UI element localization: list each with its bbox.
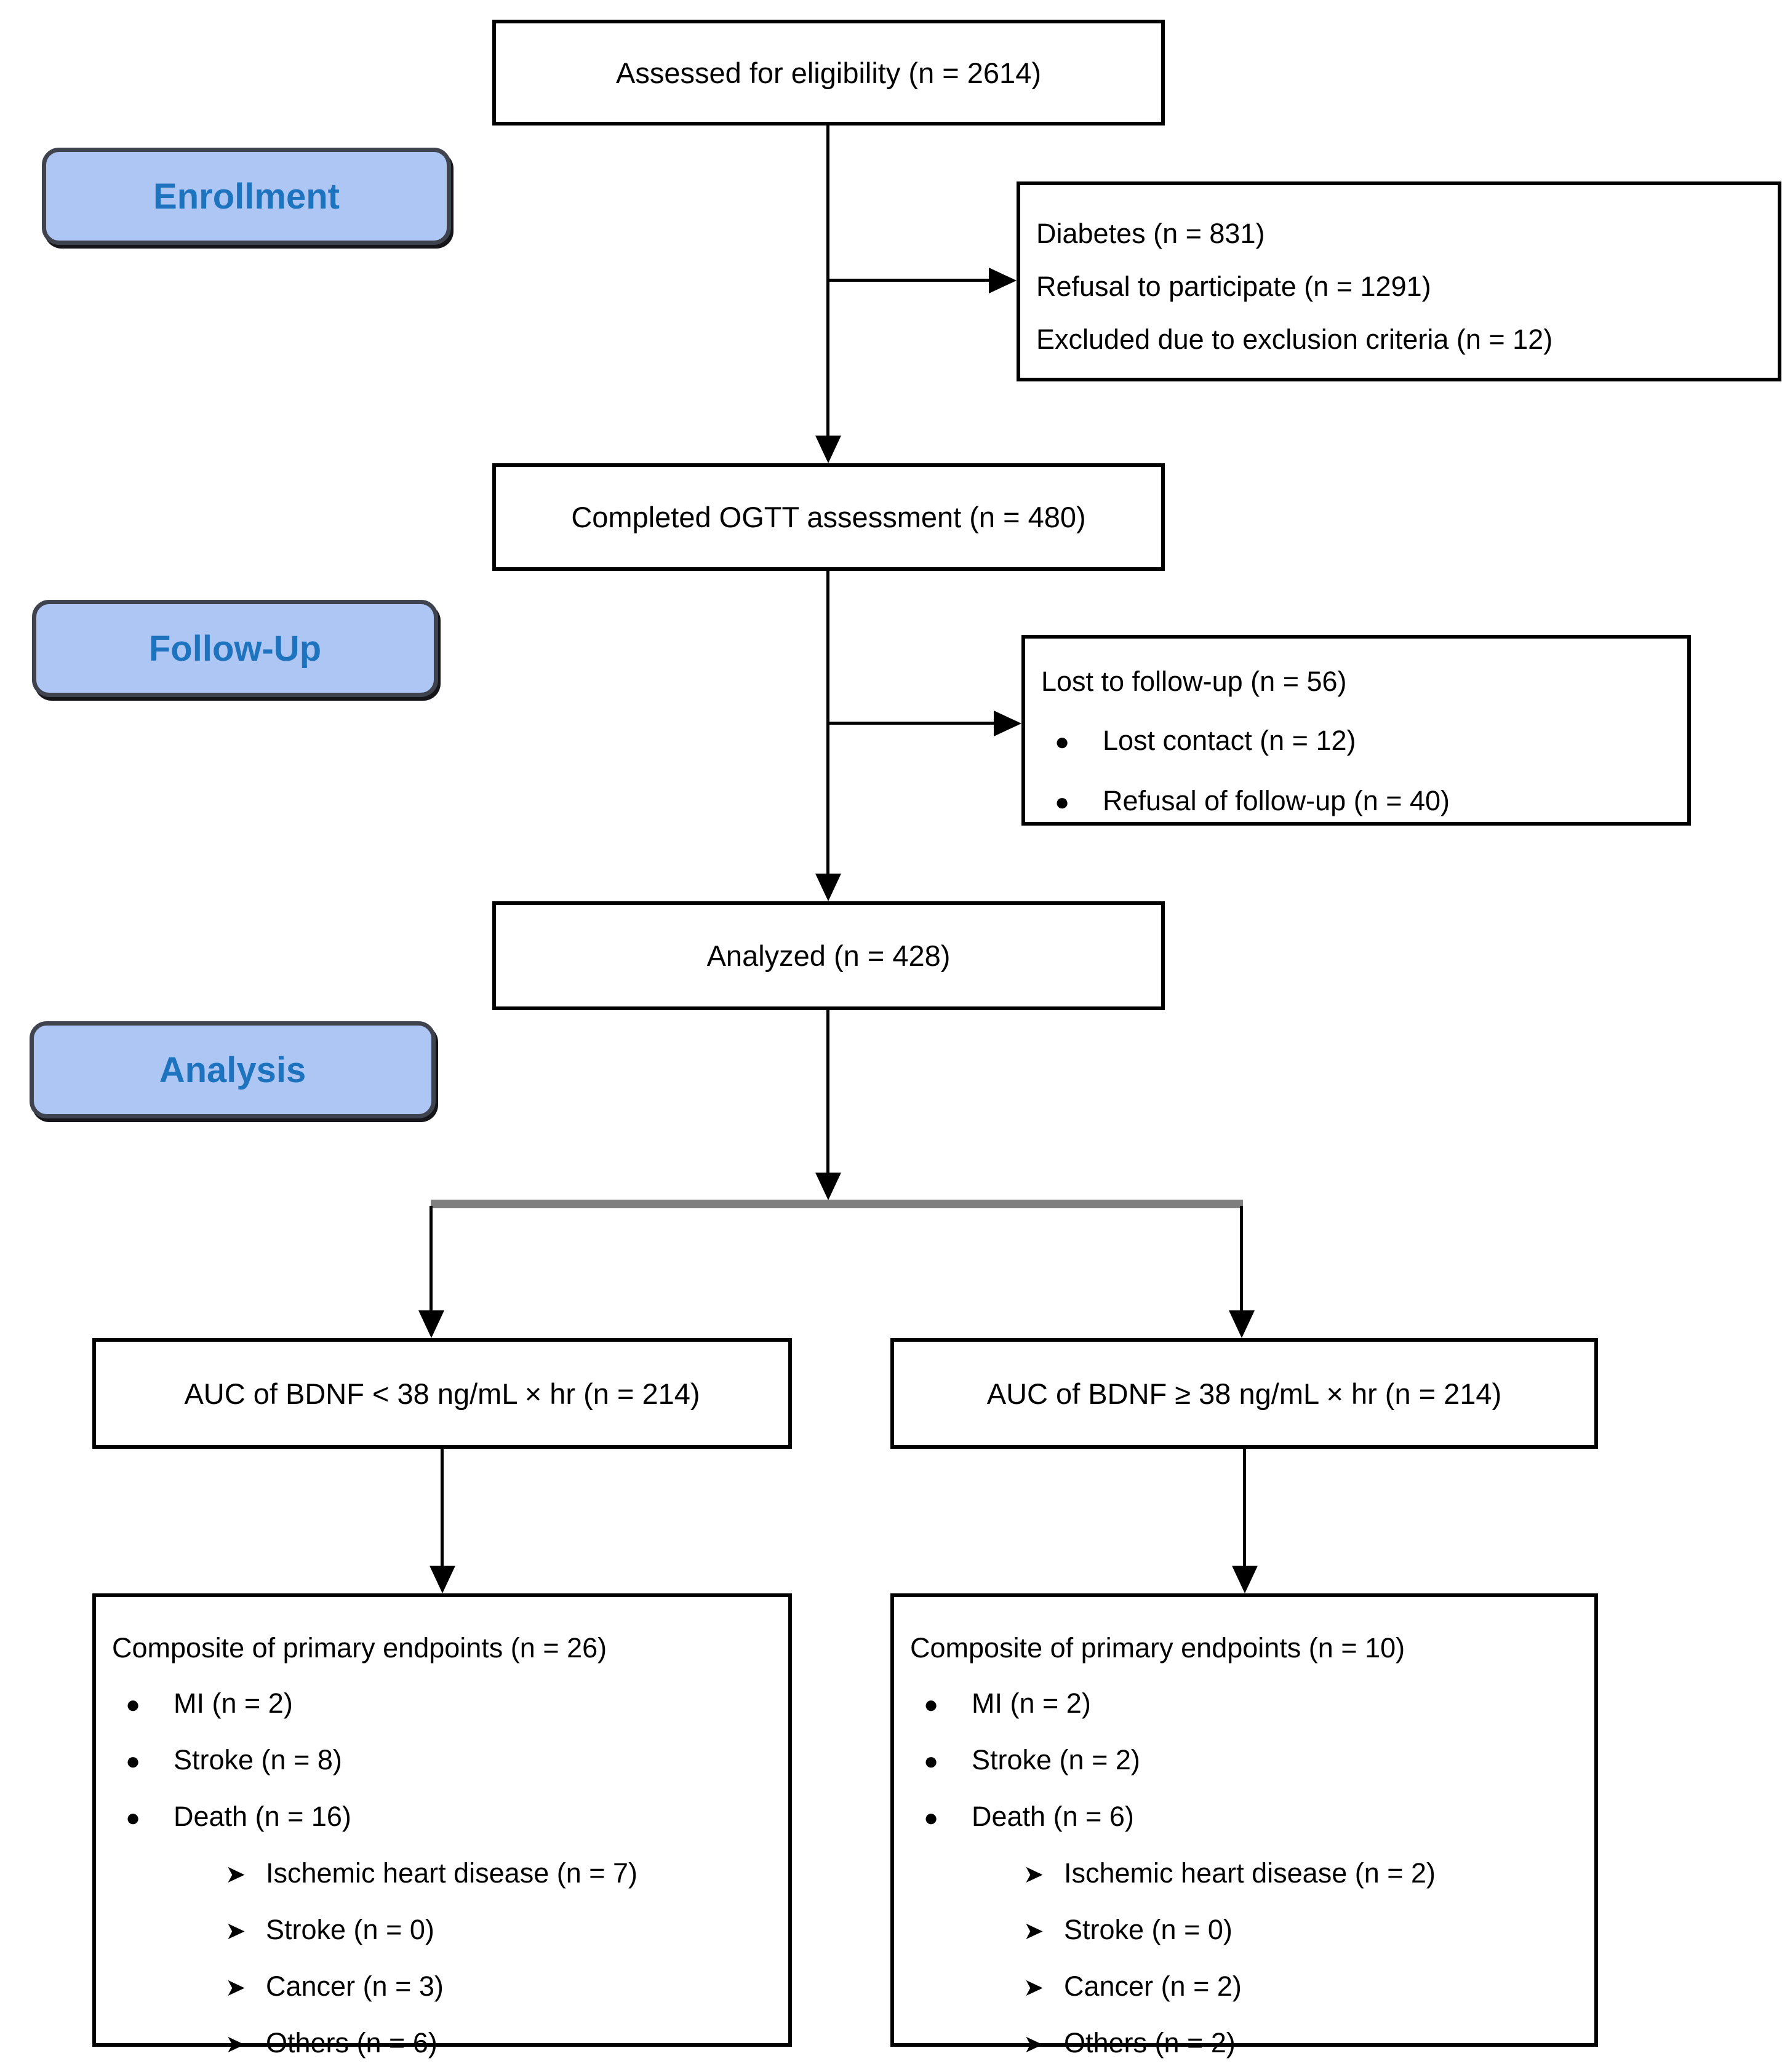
endpoints-high-others: ➤ Others (n = 2) bbox=[894, 2015, 1594, 2072]
arrowhead-to-split-bar bbox=[815, 1173, 841, 1200]
exclusion-line-diabetes: Diabetes (n = 831) bbox=[1036, 218, 1265, 249]
connector-to-lost bbox=[826, 722, 994, 725]
arrowhead-to-low-branch bbox=[418, 1310, 444, 1338]
endpoints-high-cancer: ➤ Cancer (n = 2) bbox=[894, 1959, 1594, 2015]
box-branch-bdnf-low: AUC of BDNF < 38 ng/mL × hr (n = 214) bbox=[92, 1338, 792, 1449]
analysis-label-text: Analysis bbox=[159, 1050, 306, 1090]
arrow-bullet-icon: ➤ bbox=[1023, 1861, 1044, 1888]
endpoints-low-mi-text: MI (n = 2) bbox=[174, 1687, 293, 1719]
endpoints-high-stroke: ● Stroke (n = 2) bbox=[894, 1732, 1594, 1789]
endpoints-high-death-text: Death (n = 6) bbox=[972, 1801, 1134, 1832]
arrowhead-to-lost bbox=[994, 711, 1021, 736]
box-lost-to-followup: Lost to follow-up (n = 56) ● Lost contac… bbox=[1021, 635, 1691, 826]
exclusion-line-refusal: Refusal to participate (n = 1291) bbox=[1036, 271, 1431, 302]
arrowhead-to-low-endpoints bbox=[430, 1566, 455, 1593]
bullet-icon: ● bbox=[126, 1691, 141, 1718]
endpoints-low-death: ● Death (n = 16) bbox=[96, 1789, 788, 1846]
endpoints-high-cancer-text: Cancer (n = 2) bbox=[1064, 1970, 1242, 2002]
stage-label-analysis: Analysis bbox=[30, 1021, 436, 1118]
bullet-icon: ● bbox=[126, 1804, 141, 1831]
endpoints-low-header: Composite of primary endpoints (n = 26) bbox=[112, 1632, 607, 1664]
endpoints-low-mi: ● MI (n = 2) bbox=[96, 1676, 788, 1732]
endpoints-high-header: Composite of primary endpoints (n = 10) bbox=[910, 1632, 1405, 1664]
connector-to-exclusions bbox=[826, 279, 989, 282]
arrow-bullet-icon: ➤ bbox=[1023, 2031, 1044, 2058]
box-assessed-eligibility: Assessed for eligibility (n = 2614) bbox=[492, 20, 1165, 126]
bullet-icon: ● bbox=[1055, 728, 1070, 755]
split-bar bbox=[431, 1200, 1243, 1208]
endpoints-low-others: ➤ Others (n = 6) bbox=[96, 2015, 788, 2072]
stage-label-enrollment: Enrollment bbox=[42, 148, 451, 245]
box-endpoints-bdnf-high: Composite of primary endpoints (n = 10) … bbox=[890, 1593, 1598, 2058]
endpoints-low-others-text: Others (n = 6) bbox=[266, 2027, 438, 2058]
endpoints-high-death-stroke-text: Stroke (n = 0) bbox=[1064, 1914, 1233, 1945]
branch-bdnf-high-text: AUC of BDNF ≥ 38 ng/mL × hr (n = 214) bbox=[986, 1377, 1502, 1410]
analyzed-text: Analyzed (n = 428) bbox=[706, 939, 951, 972]
followup-label-text: Follow-Up bbox=[148, 628, 322, 669]
endpoints-low-ihd: ➤ Ischemic heart disease (n = 7) bbox=[96, 1846, 788, 1902]
bullet-icon: ● bbox=[126, 1748, 141, 1775]
arrow-bullet-icon: ➤ bbox=[225, 2031, 246, 2058]
endpoints-low-death-stroke-text: Stroke (n = 0) bbox=[266, 1914, 434, 1945]
refusal-followup-text: Refusal of follow-up (n = 40) bbox=[1103, 785, 1450, 816]
bullet-icon: ● bbox=[924, 1748, 939, 1775]
connector-split-to-high-branch bbox=[1240, 1206, 1243, 1312]
arrowhead-to-high-branch bbox=[1229, 1310, 1255, 1338]
arrow-bullet-icon: ➤ bbox=[225, 1974, 246, 2001]
arrow-bullet-icon: ➤ bbox=[225, 1861, 246, 1888]
endpoints-high-mi-text: MI (n = 2) bbox=[972, 1687, 1091, 1719]
ogtt-assessment-text: Completed OGTT assessment (n = 480) bbox=[571, 501, 1086, 533]
lost-followup-header: Lost to follow-up (n = 56) bbox=[1041, 666, 1347, 697]
arrowhead-to-high-endpoints bbox=[1232, 1566, 1258, 1593]
endpoints-high-others-text: Others (n = 2) bbox=[1064, 2027, 1236, 2058]
enrollment-label-text: Enrollment bbox=[153, 176, 340, 217]
endpoints-high-death: ● Death (n = 6) bbox=[894, 1789, 1594, 1846]
arrow-bullet-icon: ➤ bbox=[1023, 1918, 1044, 1945]
arrowhead-to-analyzed bbox=[815, 874, 841, 901]
arrow-bullet-icon: ➤ bbox=[1023, 1974, 1044, 2001]
bullet-icon: ● bbox=[924, 1804, 939, 1831]
box-exclusions: Diabetes (n = 831) Refusal to participat… bbox=[1017, 181, 1781, 381]
connector-low-branch-to-endpoints bbox=[441, 1449, 444, 1567]
endpoints-high-ihd-text: Ischemic heart disease (n = 2) bbox=[1064, 1857, 1436, 1889]
arrowhead-to-ogtt bbox=[815, 436, 841, 463]
stage-label-followup: Follow-Up bbox=[32, 600, 438, 697]
endpoints-low-cancer: ➤ Cancer (n = 3) bbox=[96, 1959, 788, 2015]
bullet-icon: ● bbox=[924, 1691, 939, 1718]
refusal-followup-item: ● Refusal of follow-up (n = 40) bbox=[1025, 771, 1687, 832]
connector-analyzed-to-split bbox=[826, 1010, 829, 1175]
endpoints-high-death-stroke: ➤ Stroke (n = 0) bbox=[894, 1902, 1594, 1959]
branch-bdnf-low-text: AUC of BDNF < 38 ng/mL × hr (n = 214) bbox=[184, 1377, 700, 1410]
box-analyzed: Analyzed (n = 428) bbox=[492, 901, 1165, 1010]
endpoints-low-death-text: Death (n = 16) bbox=[174, 1801, 351, 1832]
endpoints-low-cancer-text: Cancer (n = 3) bbox=[266, 1970, 444, 2002]
connector-split-to-low-branch bbox=[430, 1206, 433, 1312]
bullet-icon: ● bbox=[1055, 789, 1070, 816]
endpoints-high-ihd: ➤ Ischemic heart disease (n = 2) bbox=[894, 1846, 1594, 1902]
box-branch-bdnf-high: AUC of BDNF ≥ 38 ng/mL × hr (n = 214) bbox=[890, 1338, 1598, 1449]
endpoints-low-stroke-text: Stroke (n = 8) bbox=[174, 1744, 342, 1775]
box-ogtt-assessment: Completed OGTT assessment (n = 480) bbox=[492, 463, 1165, 571]
assessed-eligibility-text: Assessed for eligibility (n = 2614) bbox=[616, 56, 1041, 89]
lost-contact-text: Lost contact (n = 12) bbox=[1103, 725, 1356, 756]
endpoints-low-stroke: ● Stroke (n = 8) bbox=[96, 1732, 788, 1789]
box-endpoints-bdnf-low: Composite of primary endpoints (n = 26) … bbox=[92, 1593, 792, 2058]
endpoints-low-death-stroke: ➤ Stroke (n = 0) bbox=[96, 1902, 788, 1959]
arrow-bullet-icon: ➤ bbox=[225, 1918, 246, 1945]
lost-contact-item: ● Lost contact (n = 12) bbox=[1025, 711, 1687, 771]
endpoints-high-stroke-text: Stroke (n = 2) bbox=[972, 1744, 1140, 1775]
arrowhead-to-exclusions bbox=[989, 268, 1017, 293]
endpoints-high-mi: ● MI (n = 2) bbox=[894, 1676, 1594, 1732]
exclusion-line-criteria: Excluded due to exclusion criteria (n = … bbox=[1036, 324, 1553, 355]
endpoints-low-ihd-text: Ischemic heart disease (n = 7) bbox=[266, 1857, 638, 1889]
connector-high-branch-to-endpoints bbox=[1243, 1449, 1246, 1567]
